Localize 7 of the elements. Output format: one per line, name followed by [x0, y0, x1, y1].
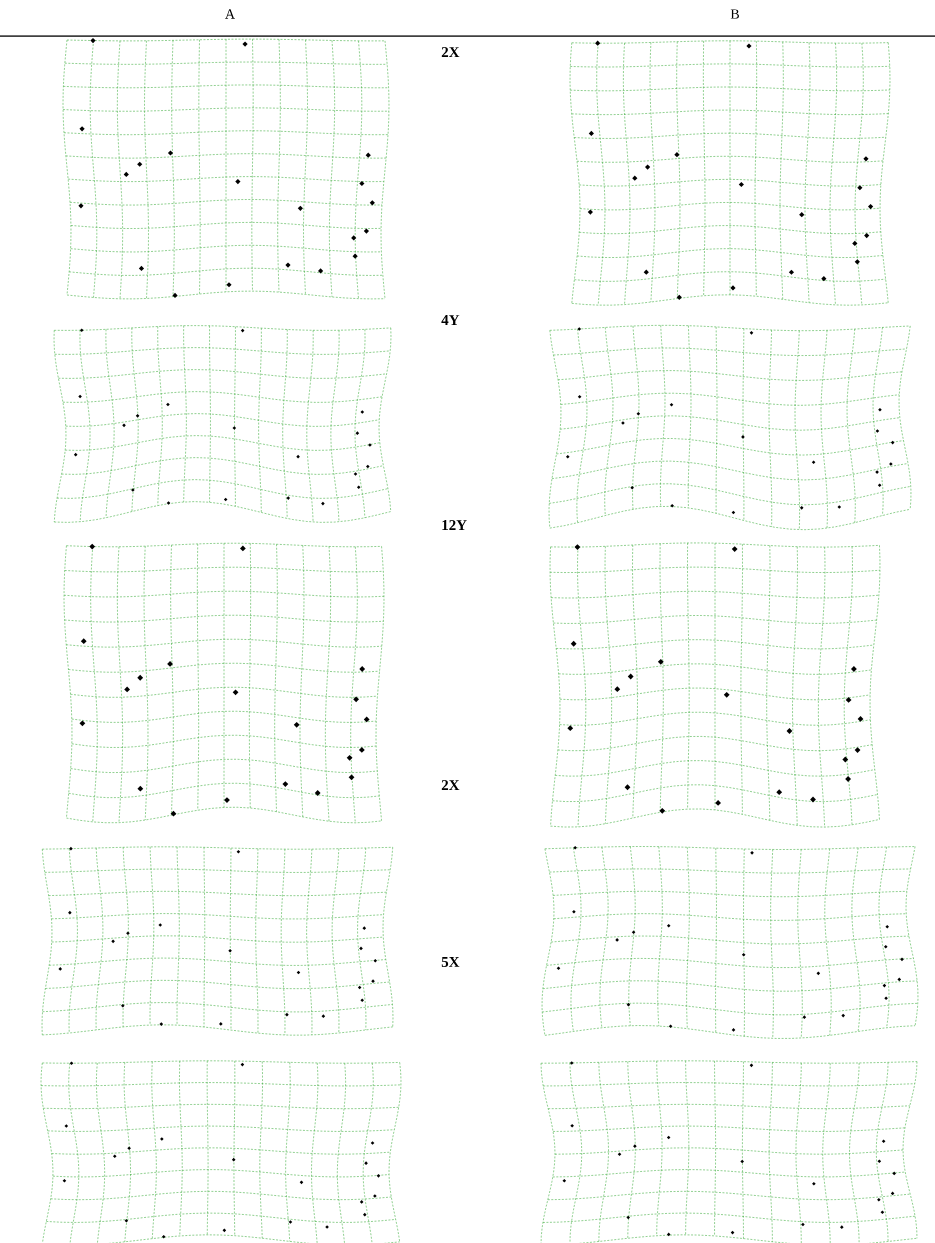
row-label: 4Y	[441, 315, 460, 325]
row-label: 2X	[441, 47, 460, 57]
row-label: 12Y	[442, 520, 467, 530]
column-header: A	[225, 9, 235, 19]
row-label: 5X	[441, 957, 460, 967]
row-label: 2X	[441, 780, 460, 790]
column-header: B	[730, 9, 739, 19]
